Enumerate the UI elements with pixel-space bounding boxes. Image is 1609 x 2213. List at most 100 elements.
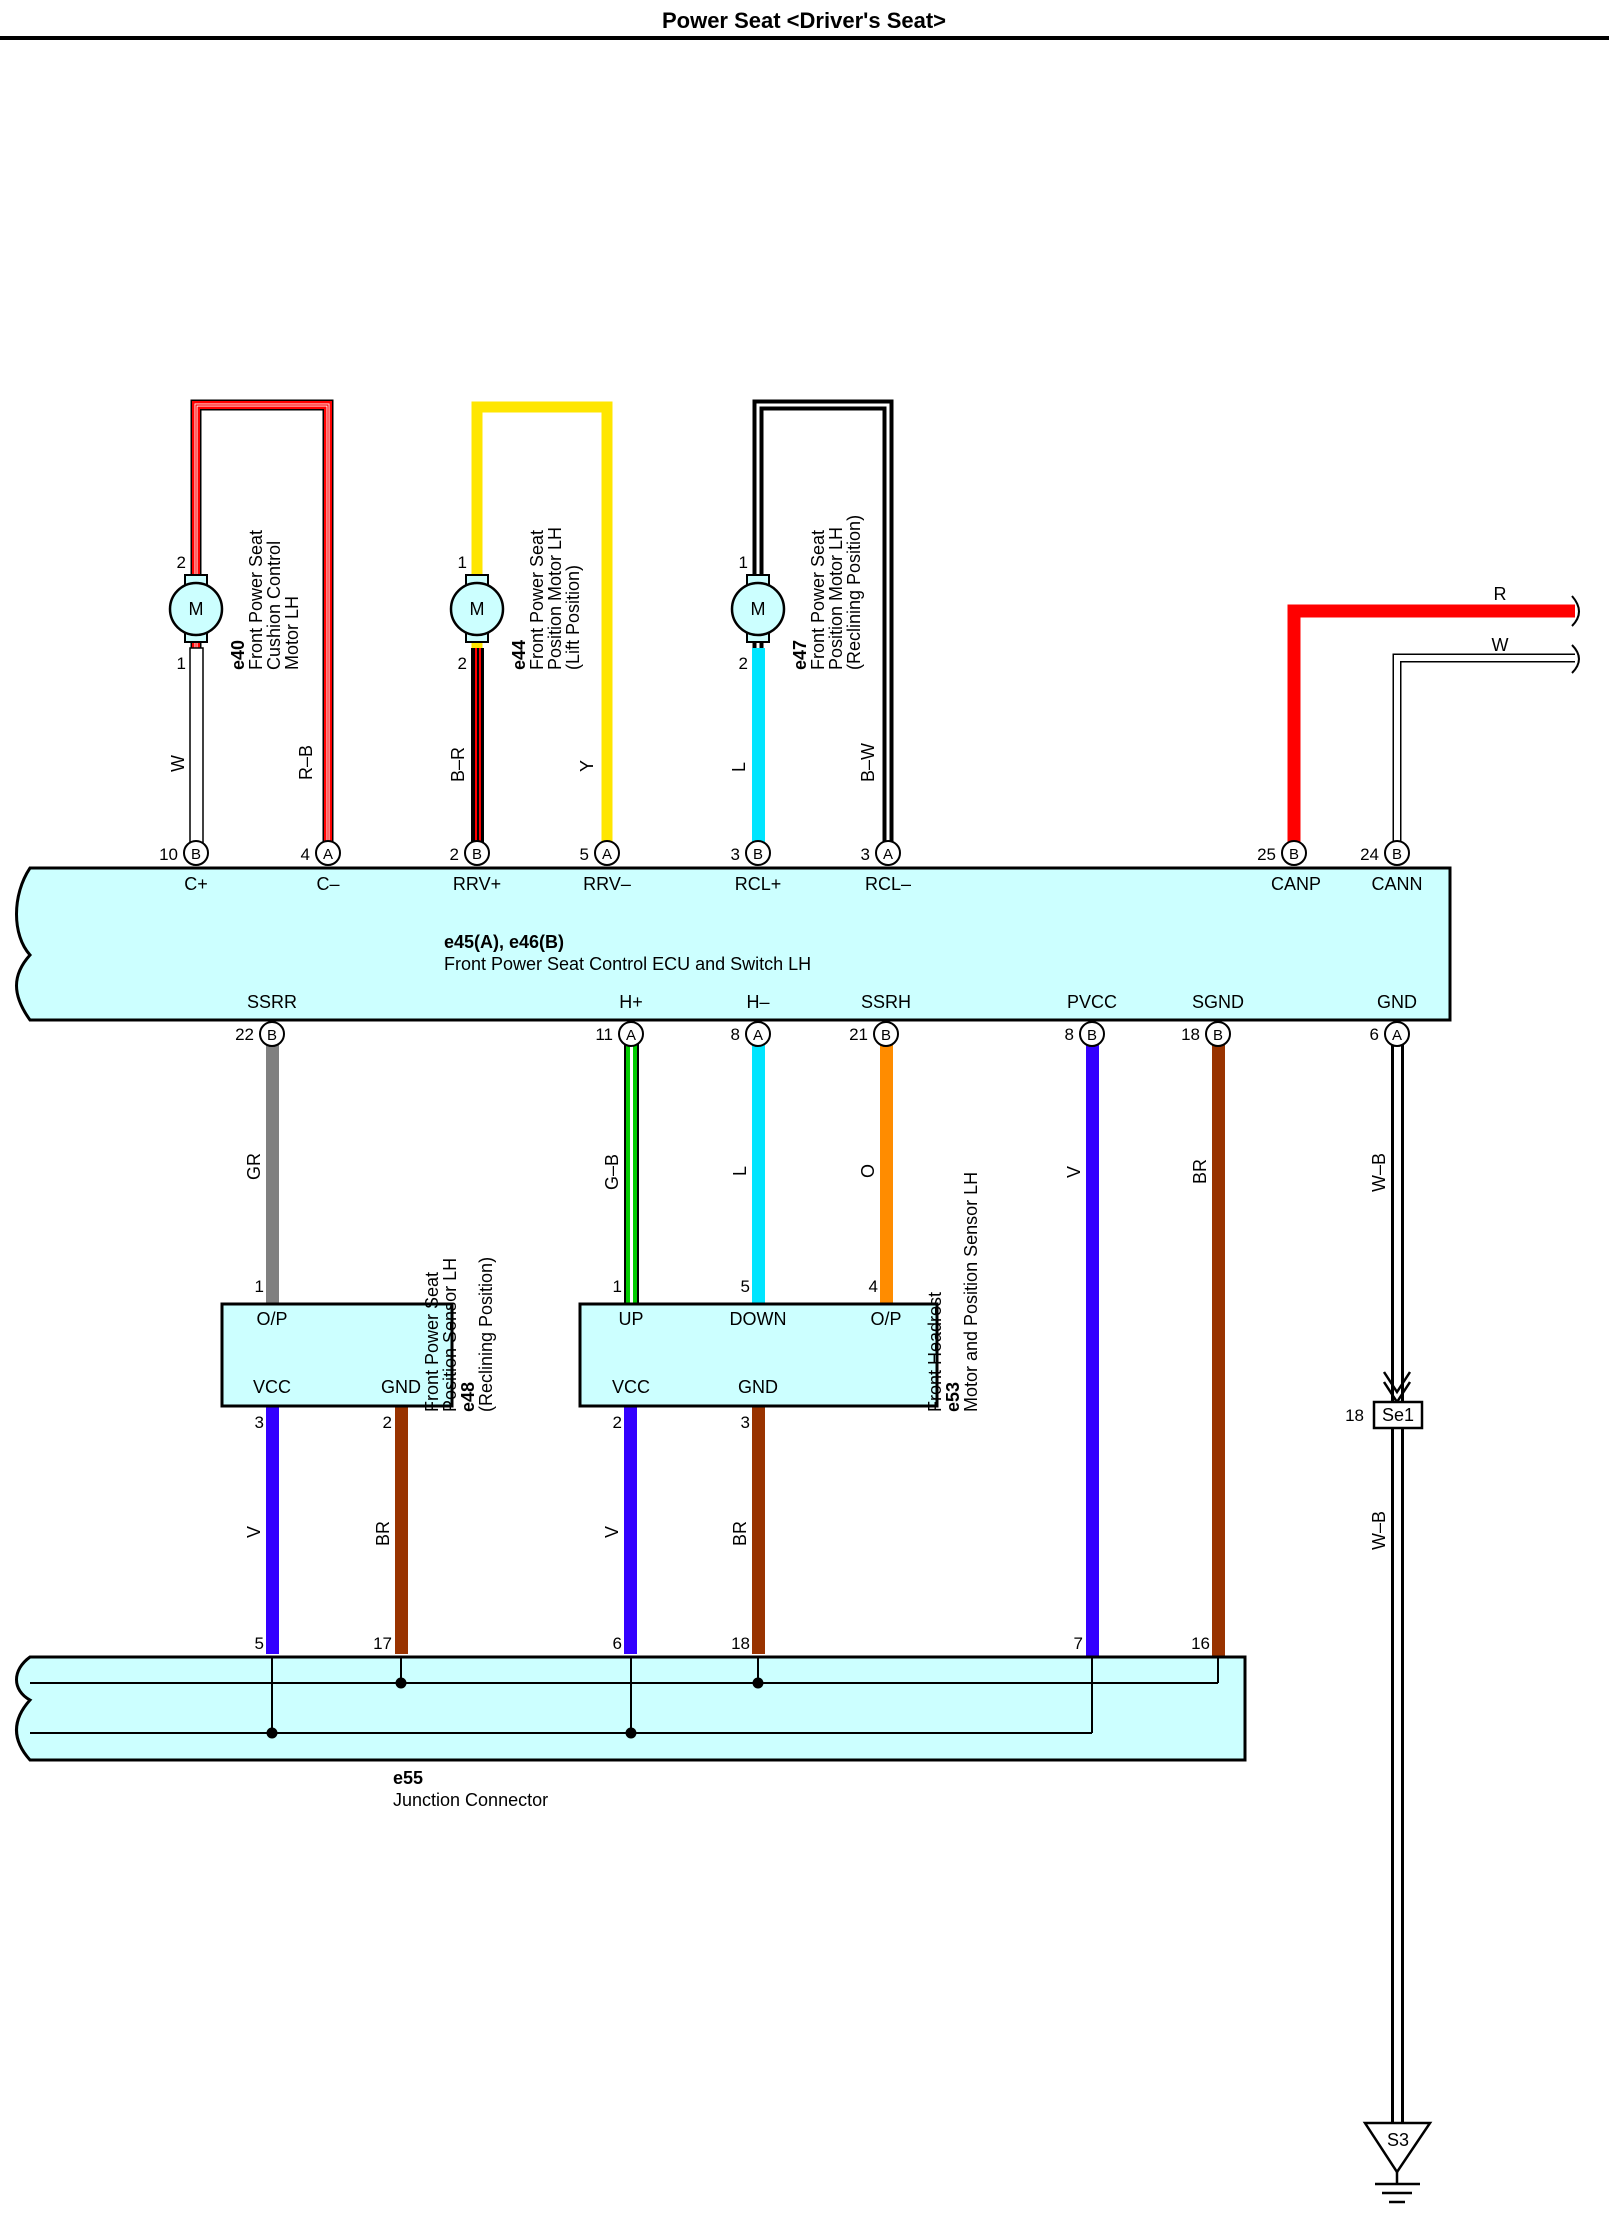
svg-text:A: A xyxy=(323,846,333,863)
wire-label: BR xyxy=(373,1521,393,1546)
wire-label: G–B xyxy=(602,1154,622,1190)
svg-text:1: 1 xyxy=(458,553,467,572)
svg-text:GND: GND xyxy=(1377,992,1417,1012)
wire-label: B–R xyxy=(448,747,468,782)
motor-e47: M 1 2 xyxy=(730,553,786,673)
svg-text:O/P: O/P xyxy=(870,1309,901,1329)
terminal: A 11 H+ xyxy=(595,992,644,1047)
svg-text:18: 18 xyxy=(731,1634,750,1653)
junction-name: Junction Connector xyxy=(393,1790,548,1810)
wire-cann xyxy=(1392,653,1575,845)
wire-label: BR xyxy=(730,1521,750,1546)
svg-text:18: 18 xyxy=(1181,1025,1200,1044)
svg-text:24: 24 xyxy=(1360,845,1379,864)
svg-text:(Lift Position): (Lift Position) xyxy=(563,565,583,670)
svg-text:e48: e48 xyxy=(458,1382,478,1412)
svg-text:UP: UP xyxy=(618,1309,643,1329)
wire-e53-vcc xyxy=(624,1401,637,1654)
svg-text:B: B xyxy=(1213,1027,1223,1044)
svg-text:B: B xyxy=(1392,846,1402,863)
wire-label: O xyxy=(858,1164,878,1178)
wire-hplus xyxy=(624,1031,639,1304)
svg-text:Front Power Seat: Front Power Seat xyxy=(808,530,828,670)
svg-text:2: 2 xyxy=(450,845,459,864)
svg-text:11: 11 xyxy=(595,1025,613,1044)
motor-e47-label: e47 Front Power Seat Position Motor LH (… xyxy=(790,515,864,670)
wire-label: V xyxy=(602,1526,622,1538)
page-title: Power Seat <Driver's Seat> xyxy=(662,8,946,33)
svg-text:SSRR: SSRR xyxy=(247,992,297,1012)
wire-label: V xyxy=(244,1526,264,1538)
svg-text:VCC: VCC xyxy=(253,1377,291,1397)
terminal: B 24 CANN xyxy=(1360,840,1423,894)
svg-text:25: 25 xyxy=(1257,845,1276,864)
wire-e48-vcc xyxy=(266,1401,279,1654)
wire-label: GR xyxy=(244,1153,264,1180)
splice-dot xyxy=(395,1677,407,1689)
motor-e44: M 1 2 xyxy=(449,553,505,673)
svg-text:B: B xyxy=(881,1027,891,1044)
sensor-e48-label: e48 (Reclining Position) xyxy=(458,1257,496,1412)
ecu-code: e45(A), e46(B) xyxy=(444,932,564,952)
svg-text:2: 2 xyxy=(739,654,748,673)
svg-text:C+: C+ xyxy=(184,874,208,894)
svg-text:PVCC: PVCC xyxy=(1067,992,1117,1012)
svg-text:e47: e47 xyxy=(790,640,810,670)
ecu-name: Front Power Seat Control ECU and Switch … xyxy=(444,954,811,974)
svg-text:8: 8 xyxy=(1065,1025,1074,1044)
svg-text:RCL+: RCL+ xyxy=(735,874,782,894)
terminal: A 8 H– xyxy=(731,992,771,1047)
svg-text:2: 2 xyxy=(458,654,467,673)
wire-label: V xyxy=(1064,1166,1084,1178)
wire-label: L xyxy=(730,1166,750,1176)
terminal: B 21 SSRH xyxy=(849,992,911,1047)
sensor-e48-box xyxy=(220,1302,454,1408)
svg-text:A: A xyxy=(1392,1027,1402,1044)
svg-text:O/P: O/P xyxy=(256,1309,287,1329)
svg-text:Motor LH: Motor LH xyxy=(282,596,302,670)
svg-text:A: A xyxy=(753,1027,763,1044)
svg-text:RCL–: RCL– xyxy=(865,874,911,894)
svg-text:A: A xyxy=(883,846,893,863)
svg-text:1: 1 xyxy=(739,553,748,572)
svg-text:7: 7 xyxy=(1074,1634,1083,1653)
svg-text:B: B xyxy=(753,846,763,863)
svg-text:RRV+: RRV+ xyxy=(453,874,501,894)
svg-text:16: 16 xyxy=(1191,1634,1210,1653)
wire-label: R–B xyxy=(296,745,316,780)
svg-text:Front Power Seat: Front Power Seat xyxy=(527,530,547,670)
svg-text:Se1: Se1 xyxy=(1382,1405,1414,1425)
svg-text:A: A xyxy=(602,846,612,863)
svg-text:e40: e40 xyxy=(228,640,248,670)
svg-text:21: 21 xyxy=(849,1025,868,1044)
wire-e48-gnd xyxy=(395,1401,408,1654)
svg-text:RRV–: RRV– xyxy=(583,874,631,894)
wire-label: BR xyxy=(1190,1159,1210,1184)
svg-text:18: 18 xyxy=(1345,1406,1364,1425)
terminal: B 8 PVCC xyxy=(1065,992,1117,1047)
svg-text:3: 3 xyxy=(731,845,740,864)
svg-text:CANP: CANP xyxy=(1271,874,1321,894)
splice-dot xyxy=(625,1727,637,1739)
terminal: B 10 C+ xyxy=(159,840,209,894)
svg-text:3: 3 xyxy=(741,1413,750,1432)
sensor-e53-box xyxy=(578,1302,939,1408)
svg-text:2: 2 xyxy=(613,1413,622,1432)
wire-label: R xyxy=(1494,584,1507,604)
svg-text:B: B xyxy=(267,1027,277,1044)
svg-text:1: 1 xyxy=(613,1277,622,1296)
ecu-box xyxy=(15,866,1452,1022)
splice-dot xyxy=(752,1677,764,1689)
wire-ssrh xyxy=(880,1031,893,1304)
svg-text:6: 6 xyxy=(1370,1025,1379,1044)
terminal: A 6 GND xyxy=(1370,992,1417,1047)
wire-hminus xyxy=(752,1031,765,1304)
svg-text:6: 6 xyxy=(613,1634,622,1653)
connector-se1 xyxy=(1372,1400,1424,1430)
svg-text:22: 22 xyxy=(235,1025,254,1044)
svg-text:Position Sensor LH: Position Sensor LH xyxy=(440,1258,460,1412)
svg-text:SGND: SGND xyxy=(1192,992,1244,1012)
connector-arrow-icon xyxy=(1382,1371,1412,1395)
terminal: A 3 RCL– xyxy=(861,840,911,894)
